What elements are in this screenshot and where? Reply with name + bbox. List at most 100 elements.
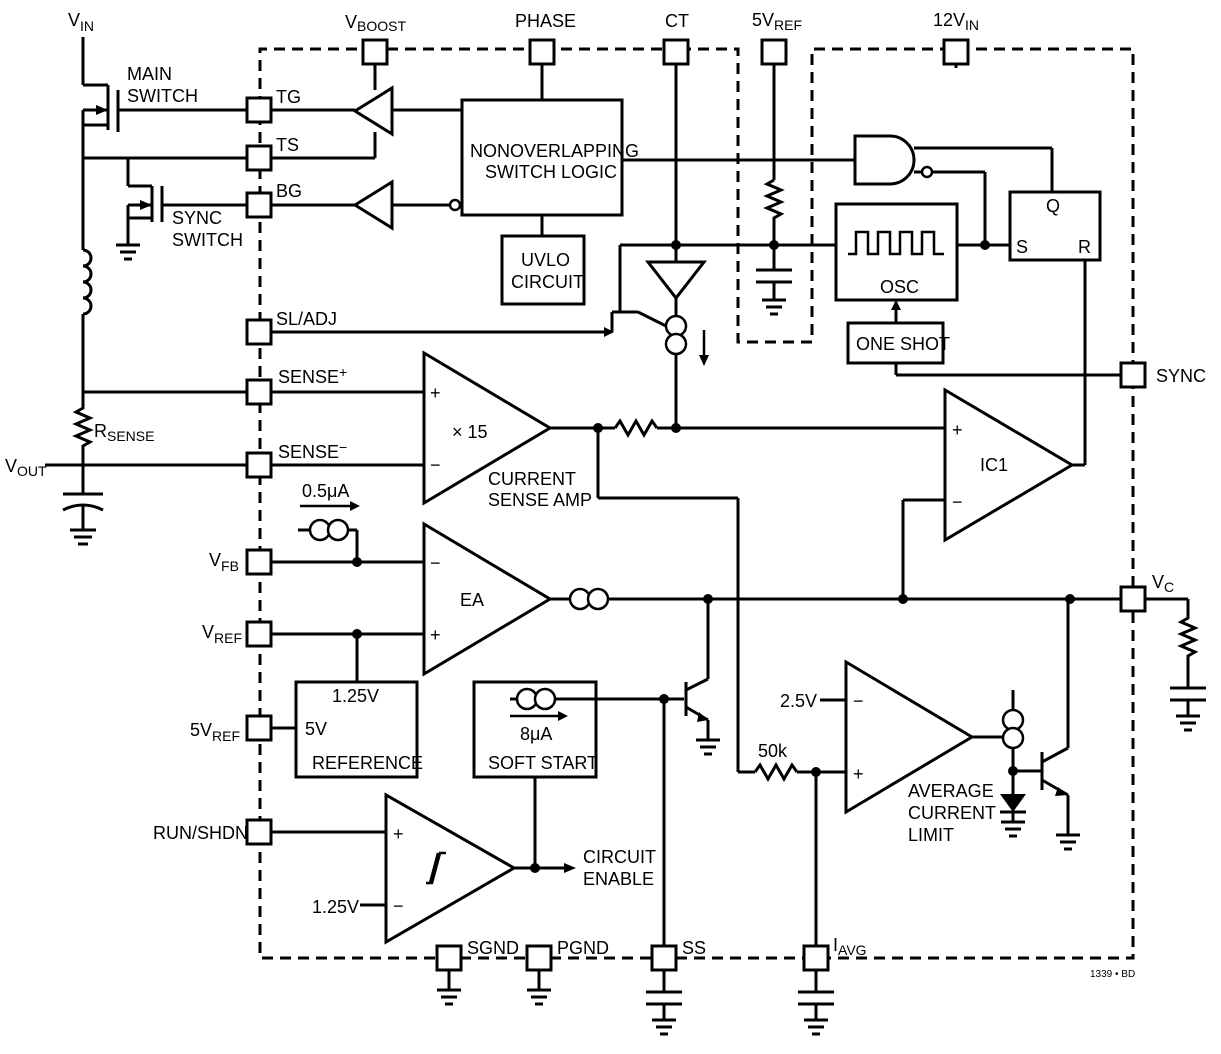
ic1-comparator	[901, 387, 1085, 598]
vc-network	[1145, 597, 1206, 732]
sense-minus-label: SENSE−	[278, 439, 347, 462]
external-power-stage	[45, 37, 247, 546]
figure-code: 1339 • BD	[1090, 969, 1135, 980]
circuit-enable-label-1: CIRCUIT	[583, 847, 656, 867]
soft-start-label: SOFT START	[488, 753, 598, 773]
ss-label: SS	[682, 938, 706, 958]
sync-switch-label-2: SWITCH	[172, 230, 243, 250]
main-switch-label-1: MAIN	[127, 64, 172, 84]
reference-label: REFERENCE	[312, 753, 423, 773]
uvlo-block	[500, 234, 586, 306]
one-shot-label: ONE SHOT	[856, 334, 950, 354]
nonoverlap-label-2: SWITCH LOGIC	[485, 162, 617, 182]
vc-label: VC	[1152, 572, 1174, 595]
bottom-grounds	[437, 970, 834, 1036]
pin-5vref-left[interactable]	[245, 714, 273, 742]
reference-block	[294, 680, 419, 779]
pin-12vin[interactable]	[942, 38, 970, 66]
circuit-enable-label-2: ENABLE	[583, 869, 654, 889]
sync-label: SYNC	[1156, 366, 1206, 386]
run-comparator	[271, 792, 576, 945]
uvlo-label-1: UVLO	[521, 250, 570, 270]
tg-label: TG	[276, 87, 301, 107]
pin-sense-minus[interactable]	[245, 451, 273, 479]
oscillator-section	[271, 64, 1121, 428]
current-sense-amp	[271, 350, 945, 774]
sgnd-label: SGND	[467, 938, 519, 958]
rsense-label: RSENSE	[94, 421, 154, 444]
vref-label: VREF	[202, 622, 242, 646]
pin-sgnd[interactable]	[435, 944, 463, 972]
average-current-limit	[753, 599, 1080, 946]
pin-ss[interactable]	[650, 944, 678, 972]
nonoverlap-logic-block	[460, 98, 624, 217]
pin-sense-plus[interactable]	[245, 378, 273, 406]
pin-vref[interactable]	[245, 620, 273, 648]
avg-limit-label-3: LIMIT	[908, 825, 954, 845]
12vin-label: 12VIN	[933, 10, 979, 33]
pins	[245, 38, 1147, 972]
ea-minus: −	[430, 553, 441, 573]
ic1-label: IC1	[980, 455, 1008, 475]
vboost-label: VBOOST	[345, 12, 406, 34]
v25-label: 2.5V	[780, 691, 817, 711]
s-label: S	[1016, 237, 1028, 257]
pin-ts[interactable]	[245, 144, 273, 172]
csa-label-1: CURRENT	[488, 469, 576, 489]
pin-phase[interactable]	[528, 38, 556, 66]
uvlo-label-2: CIRCUIT	[511, 272, 584, 292]
vfb-label: VFB	[209, 550, 239, 574]
ct-label: CT	[665, 11, 689, 31]
vin-label: VIN	[68, 10, 94, 34]
sense-plus-label: SENSE+	[278, 364, 347, 387]
run-plus: +	[393, 824, 404, 844]
osc-waveform	[848, 230, 944, 256]
vout-label: VOUT	[5, 456, 47, 479]
5vref-top-label: 5VREF	[752, 10, 802, 33]
bg-label: BG	[276, 181, 302, 201]
avg-limit-label-1: AVERAGE	[908, 781, 994, 801]
pin-run-shdn[interactable]	[245, 818, 273, 846]
pin-vfb[interactable]	[245, 548, 273, 576]
avg-limit-label-2: CURRENT	[908, 803, 996, 823]
5vref-left-label: 5VREF	[190, 720, 240, 744]
pin-ct[interactable]	[662, 38, 690, 66]
ref-5v-label: 5V	[305, 719, 327, 739]
ic-boundary	[258, 47, 1135, 960]
ref-125v-label: 1.25V	[332, 686, 379, 706]
pin-sl-adj[interactable]	[245, 318, 273, 346]
ea-plus: +	[430, 625, 441, 645]
pin-5vref-top[interactable]	[760, 38, 788, 66]
phase-label: PHASE	[515, 11, 576, 31]
pin-iavg[interactable]	[802, 944, 830, 972]
acl-plus: +	[853, 764, 864, 784]
sl-adj-label: SL/ADJ	[276, 309, 337, 329]
pin-bg[interactable]	[245, 191, 273, 219]
pin-vboost[interactable]	[361, 38, 389, 66]
iavg-label: IAVG	[833, 935, 867, 958]
error-amp	[271, 501, 1121, 682]
nonoverlap-label-1: NONOVERLAPPING	[470, 141, 639, 161]
r-label: R	[1078, 237, 1091, 257]
gate-drivers	[271, 64, 855, 306]
csa-plus: +	[430, 383, 441, 403]
csa-minus: −	[430, 455, 441, 475]
bias-label: 0.5μA	[302, 481, 349, 501]
r50k-label: 50k	[758, 741, 788, 761]
csa-label-2: SENSE AMP	[488, 490, 592, 510]
acl-minus: −	[853, 691, 864, 711]
run-minus: −	[393, 896, 404, 916]
pin-vc[interactable]	[1119, 585, 1147, 613]
pin-tg[interactable]	[245, 96, 273, 124]
ts-label: TS	[276, 135, 299, 155]
gain-label: × 15	[452, 422, 488, 442]
labels: VIN VBOOST PHASE CT 5VREF 12VIN MAIN SWI…	[5, 10, 1206, 980]
logic-latch	[853, 134, 1102, 465]
sync-switch-label-1: SYNC	[172, 208, 222, 228]
nand-gate	[853, 134, 916, 186]
pin-sync[interactable]	[1119, 361, 1147, 389]
run-shdn-label: RUN/SHDN	[153, 823, 248, 843]
pin-pgnd[interactable]	[525, 944, 553, 972]
ss-current-label: 8μA	[520, 724, 552, 744]
